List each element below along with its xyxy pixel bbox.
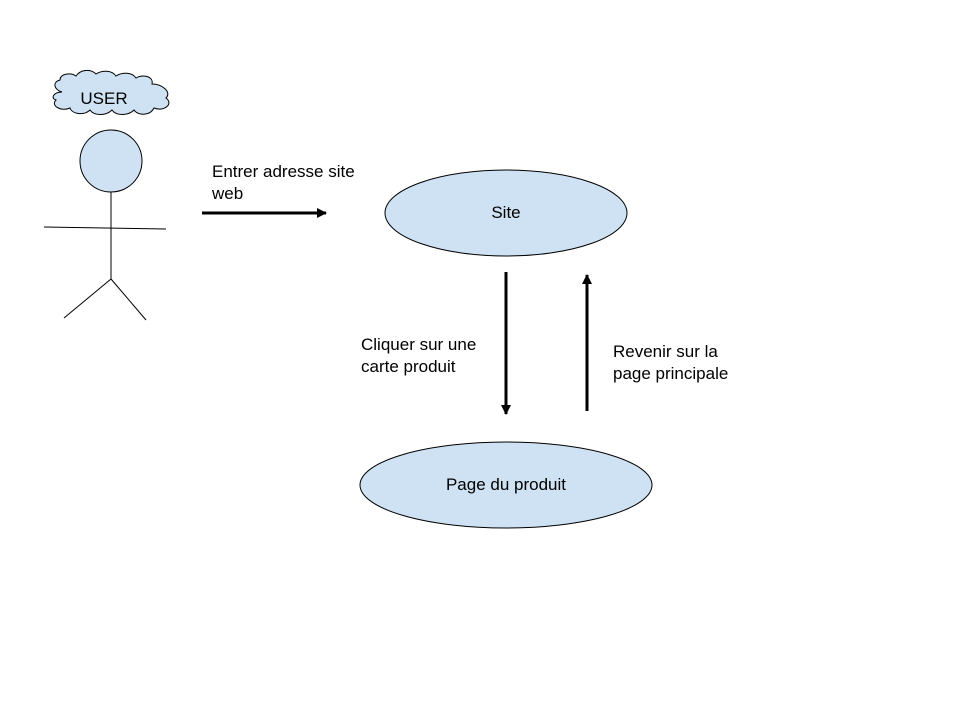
back-home-label: Revenir sur la page principale <box>613 342 729 383</box>
user-cloud-icon <box>52 69 170 115</box>
actor-stick-figure <box>43 129 167 321</box>
actor-arms <box>43 226 167 230</box>
actor-left-leg <box>63 278 112 319</box>
user-cloud-label: USER <box>80 89 128 108</box>
enter-url-label: Entrer adresse site web <box>212 162 355 203</box>
actor-right-leg <box>110 278 147 321</box>
actor-head <box>79 129 143 193</box>
product-page-ellipse <box>359 441 653 529</box>
site-ellipse <box>384 169 628 257</box>
click-card-label: Cliquer sur une carte produit <box>361 335 477 376</box>
site-label: Site <box>491 203 521 222</box>
product-page-label: Page du produit <box>445 475 567 494</box>
